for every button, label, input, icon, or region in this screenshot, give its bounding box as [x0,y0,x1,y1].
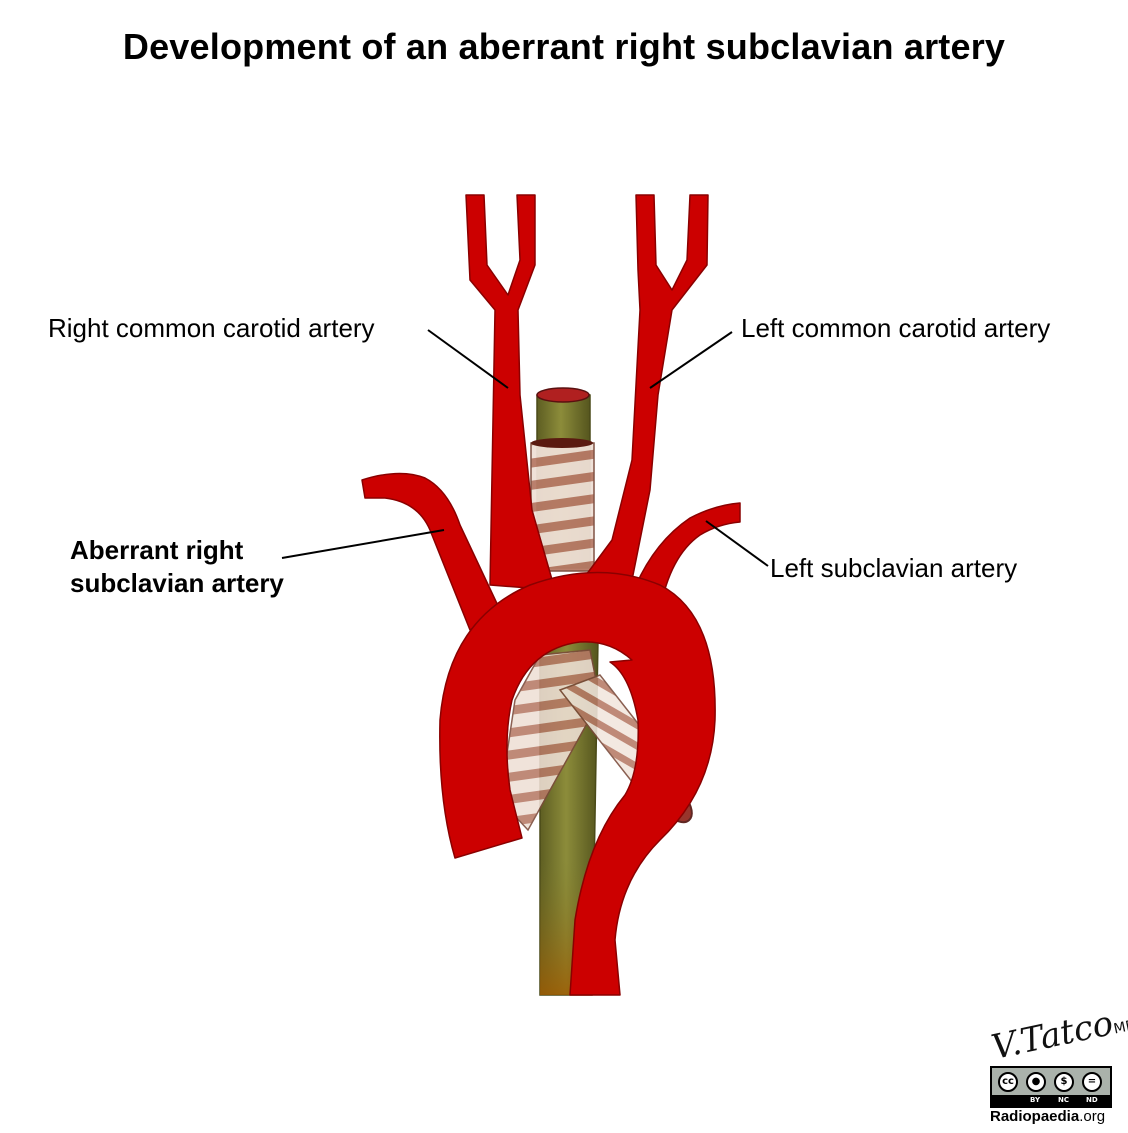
leader-lines [281,329,769,567]
by-person-icon: ● [1026,1072,1046,1092]
label-aberrant-right-subclavian-line2: subclavian artery [70,568,284,598]
aberrant-right-subclavian-vessel [361,472,501,631]
license-tag-nc: NC [1058,1096,1069,1104]
nd-equals-icon: = [1082,1072,1102,1092]
license-tag-nd: ND [1086,1096,1098,1104]
right-common-carotid-vessel [465,194,556,591]
nc-dollar-icon: $ [1054,1072,1074,1092]
arteries [361,194,741,996]
label-left-common-carotid: Left common carotid artery [741,313,1051,343]
aortic-arch-vessel [439,571,716,996]
source-site: Radiopaedia.org [990,1108,1105,1125]
cc-icon: cc [998,1072,1018,1092]
diagram-title: Development of an aberrant right subclav… [122,26,1006,67]
site-name: Radiopaedia [990,1108,1080,1125]
signature-suffix: MD [1112,1017,1128,1038]
license-tag-by: BY [1030,1096,1041,1104]
left-common-carotid-vessel [574,194,709,591]
site-domain: .org [1079,1108,1106,1125]
license-strip [992,1095,1110,1106]
label-aberrant-right-subclavian-line1: Aberrant right [70,535,244,565]
cc-license-badge: cc ● $ = BY NC ND [990,1066,1112,1108]
label-left-subclavian: Left subclavian artery [770,553,1018,583]
label-right-common-carotid: Right common carotid artery [48,313,375,343]
